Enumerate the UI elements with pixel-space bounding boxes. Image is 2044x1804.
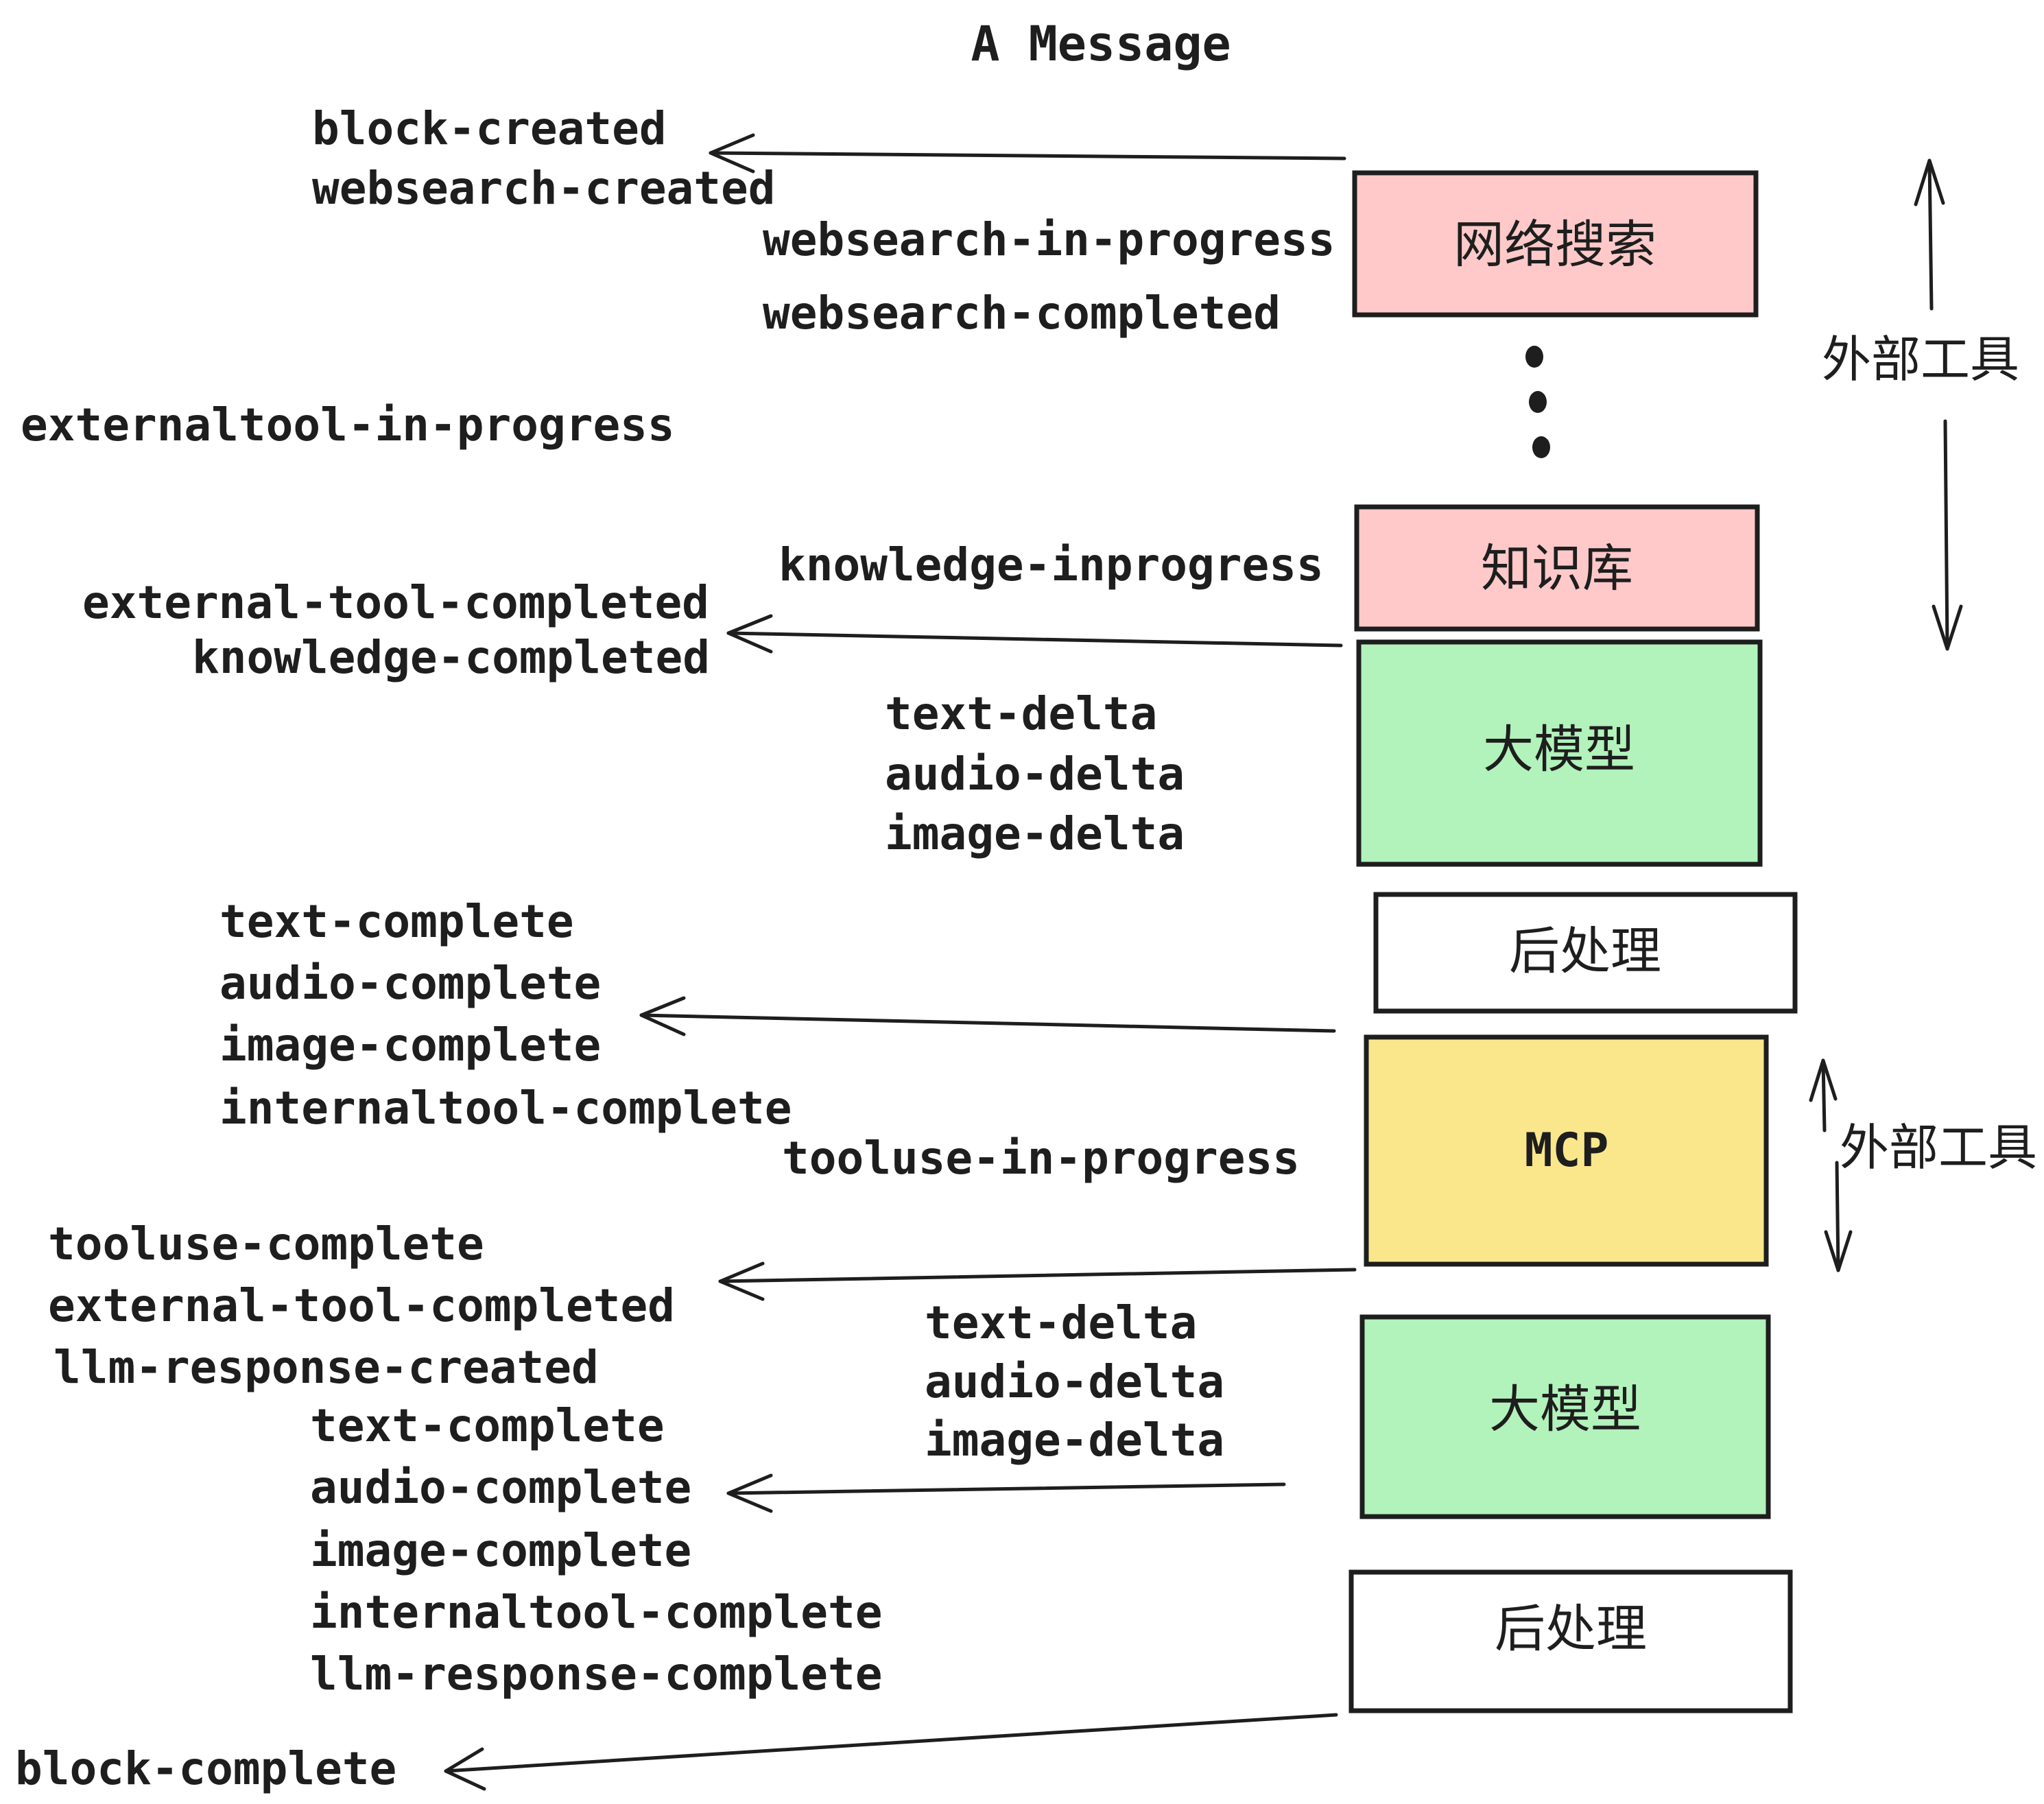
event-block-complete: block-complete <box>15 1742 396 1795</box>
arrow-image-complete-line <box>639 1013 1336 1033</box>
dot-1 <box>1525 346 1543 368</box>
arrow-block-created-head <box>709 133 755 174</box>
external-tools-label-mid: 外部工具 <box>1840 1119 2037 1176</box>
dot-2 <box>1529 391 1547 413</box>
down-arrow-head-top <box>1932 604 1963 651</box>
box-mcp: MCP <box>1364 1034 1769 1267</box>
postprocess-2-box-label: 后处理 <box>1495 1600 1647 1659</box>
box-knowledge: 知识库 <box>1354 504 1760 632</box>
down-arrow-line-mid <box>1835 1161 1840 1272</box>
event-image-complete: image-complete <box>219 1019 601 1071</box>
mcp-box-label: MCP <box>1525 1124 1609 1178</box>
event-knowledge-inprogress: knowledge-inprogress <box>779 538 1324 591</box>
event-llm-response-complete: llm-response-complete <box>310 1648 882 1700</box>
diagram-title: A Message <box>971 16 1231 72</box>
event-websearch-in-progress: websearch-in-progress <box>763 213 1335 266</box>
external-tools-label-top: 外部工具 <box>1822 331 2019 388</box>
event-externaltool-in-progress: externaltool-in-progress <box>21 399 675 451</box>
postprocess-2-box-rect <box>1348 1569 1793 1713</box>
up-arrow-line-mid <box>1821 1058 1827 1132</box>
postprocess-1-box-label: 后处理 <box>1509 922 1661 981</box>
arrow-image-complete-head <box>639 996 686 1036</box>
dot-3 <box>1532 436 1550 458</box>
event-knowledge-completed: knowledge-completed <box>192 631 710 684</box>
down-arrow-head-mid <box>1824 1230 1853 1272</box>
knowledge-box-label: 知识库 <box>1481 539 1633 598</box>
event-audio-delta-2: audio-delta <box>925 1355 1224 1408</box>
arrow-knowledge-completed-line <box>726 631 1343 648</box>
event-labels: block-created websearch-created websearc… <box>15 102 1335 1795</box>
event-text-delta-2: text-delta <box>925 1296 1197 1349</box>
event-block-created: block-created <box>312 102 667 155</box>
event-image-delta-2: image-delta <box>925 1414 1224 1467</box>
arrow-tooluse-complete-line <box>718 1268 1357 1283</box>
event-websearch-created: websearch-created <box>312 162 776 215</box>
event-llm-response-created: llm-response-created <box>54 1341 599 1394</box>
flow-arrows <box>444 133 1357 1791</box>
external-tools-annotation-mid: 外部工具 <box>1809 1058 2037 1272</box>
event-audio-delta: audio-delta <box>885 748 1185 800</box>
box-llm-1: 大模型 <box>1356 639 1763 867</box>
arrow-block-created-line <box>709 151 1346 161</box>
event-internaltool-complete-2: internaltool-complete <box>310 1586 882 1639</box>
event-image-complete-2: image-complete <box>310 1524 691 1577</box>
event-external-tool-completed-2: external-tool-completed <box>48 1279 675 1332</box>
up-arrow-line-top <box>1927 158 1934 311</box>
external-tools-annotation-top: 外部工具 <box>1822 158 2019 651</box>
event-tooluse-in-progress: tooluse-in-progress <box>782 1132 1300 1185</box>
box-websearch: 网络搜索 <box>1352 170 1759 318</box>
box-postprocess-1: 后处理 <box>1373 892 1798 1014</box>
event-image-delta: image-delta <box>885 807 1185 860</box>
down-arrow-line-top <box>1943 419 1949 651</box>
mcp-box-rect <box>1364 1034 1769 1267</box>
event-websearch-completed: websearch-completed <box>763 287 1281 340</box>
vertical-dots <box>1525 346 1550 458</box>
up-arrow-head-top <box>1914 158 1945 206</box>
postprocess-1-box-rect <box>1373 892 1798 1014</box>
box-llm-2: 大模型 <box>1359 1314 1771 1519</box>
event-tooluse-complete: tooluse-complete <box>48 1218 484 1270</box>
event-text-delta: text-delta <box>885 687 1157 740</box>
event-text-complete-2: text-complete <box>310 1399 665 1452</box>
websearch-box-label: 网络搜索 <box>1453 215 1656 274</box>
knowledge-box-rect <box>1354 504 1760 632</box>
websearch-box-rect <box>1352 170 1759 318</box>
event-external-tool-completed: external-tool-completed <box>82 576 709 629</box>
llm-1-box-label: 大模型 <box>1483 720 1635 779</box>
llm-2-box-rect <box>1359 1314 1771 1519</box>
event-text-complete: text-complete <box>219 895 574 948</box>
arrow-block-complete-line <box>444 1713 1338 1773</box>
llm-2-box-label: 大模型 <box>1489 1380 1641 1439</box>
arrow-tooluse-complete-head <box>718 1261 765 1301</box>
arrow-block-complete-head <box>444 1747 486 1791</box>
up-arrow-head-mid <box>1809 1058 1838 1102</box>
arrow-audio-complete-line <box>726 1482 1286 1495</box>
llm-1-box-rect <box>1356 639 1763 867</box>
arrow-audio-complete-head <box>726 1473 773 1513</box>
box-postprocess-2: 后处理 <box>1348 1569 1793 1713</box>
event-audio-complete-2: audio-complete <box>310 1461 691 1514</box>
arrow-knowledge-completed-head <box>726 614 773 654</box>
event-internaltool-complete: internaltool-complete <box>219 1082 792 1135</box>
event-audio-complete: audio-complete <box>219 957 601 1010</box>
